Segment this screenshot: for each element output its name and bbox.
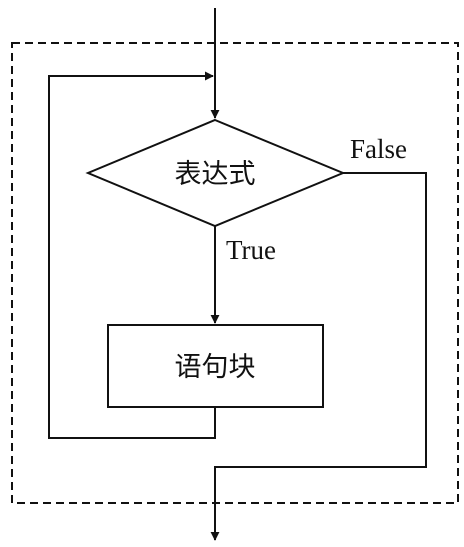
- loop-back-arrow: [48, 71, 216, 439]
- false-label: False: [350, 134, 407, 164]
- false-branch-line: [210, 172, 427, 541]
- true-label: True: [226, 235, 276, 265]
- statement-block: [107, 324, 324, 408]
- condition-label: 表达式: [175, 159, 256, 190]
- block-label: 语句块: [175, 352, 256, 383]
- loop-boundary: [11, 42, 459, 504]
